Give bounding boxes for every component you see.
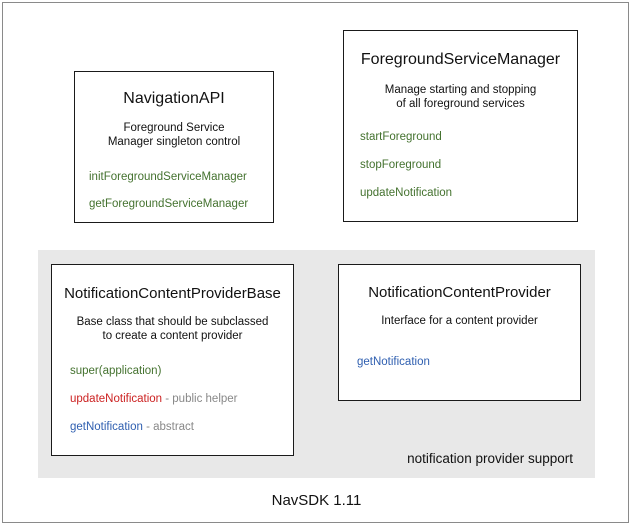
- class-box-navigation-api[interactable]: NavigationAPI Foreground Service Manager…: [74, 71, 274, 223]
- class-description-line: Base class that should be subclassed: [76, 316, 269, 328]
- class-title-notification-content-provider: NotificationContentProvider: [368, 284, 551, 301]
- member-item[interactable]: getForegroundServiceManager: [89, 198, 273, 211]
- class-description-line: Manager singleton control: [107, 136, 241, 148]
- member-item[interactable]: getNotification: [357, 356, 580, 369]
- member-note: - abstract: [142, 421, 195, 433]
- member-list-foreground-service-manager: startForeground stopForeground updateNot…: [344, 131, 577, 200]
- class-description-line: of all foreground services: [396, 98, 525, 110]
- class-box-notification-content-provider[interactable]: NotificationContentProvider Interface fo…: [338, 264, 581, 401]
- member-name: initForegroundServiceManager: [89, 171, 247, 183]
- class-title-navigation-api: NavigationAPI: [123, 90, 225, 107]
- member-note: - public helper: [162, 393, 238, 405]
- member-item[interactable]: updateNotification: [360, 187, 577, 200]
- member-name: getNotification: [357, 356, 430, 368]
- member-item[interactable]: startForeground: [360, 131, 577, 144]
- member-item[interactable]: stopForeground: [360, 159, 577, 172]
- member-name: updateNotification: [70, 393, 163, 405]
- member-name: stopForeground: [360, 159, 442, 171]
- class-title-notification-content-provider-base: NotificationContentProviderBase: [64, 285, 281, 302]
- member-name: super(application): [70, 365, 162, 377]
- member-name: updateNotification: [360, 187, 453, 199]
- member-name: getNotification: [70, 421, 143, 433]
- group-panel-label: notification provider support: [407, 451, 573, 466]
- class-title-foreground-service-manager: ForegroundServiceManager: [360, 51, 561, 68]
- class-box-notification-content-provider-base[interactable]: NotificationContentProviderBase Base cla…: [51, 264, 294, 456]
- class-description-line: Manage starting and stopping: [384, 84, 537, 96]
- class-description-navigation-api: Foreground Service Manager singleton con…: [75, 121, 273, 149]
- footer-caption: NavSDK 1.11: [271, 492, 362, 509]
- class-description-notification-content-provider: Interface for a content provider: [339, 314, 580, 328]
- member-item[interactable]: updateNotification - public helper: [70, 393, 293, 406]
- class-description-line: Foreground Service: [123, 122, 225, 134]
- member-item[interactable]: getNotification - abstract: [70, 421, 293, 434]
- class-description-line: to create a content provider: [102, 330, 243, 342]
- member-name: startForeground: [360, 131, 442, 143]
- class-description-notification-content-provider-base: Base class that should be subclassed to …: [52, 315, 293, 343]
- member-list-navigation-api: initForegroundServiceManager getForegrou…: [75, 171, 273, 211]
- member-list-notification-content-provider-base: super(application) updateNotification - …: [52, 365, 293, 434]
- member-item[interactable]: initForegroundServiceManager: [89, 171, 273, 184]
- member-item[interactable]: super(application): [70, 365, 293, 378]
- class-description-line: Interface for a content provider: [381, 315, 538, 327]
- member-name: getForegroundServiceManager: [89, 198, 249, 210]
- member-list-notification-content-provider: getNotification: [339, 356, 580, 369]
- class-description-foreground-service-manager: Manage starting and stopping of all fore…: [344, 83, 577, 111]
- class-box-foreground-service-manager[interactable]: ForegroundServiceManager Manage starting…: [343, 30, 578, 222]
